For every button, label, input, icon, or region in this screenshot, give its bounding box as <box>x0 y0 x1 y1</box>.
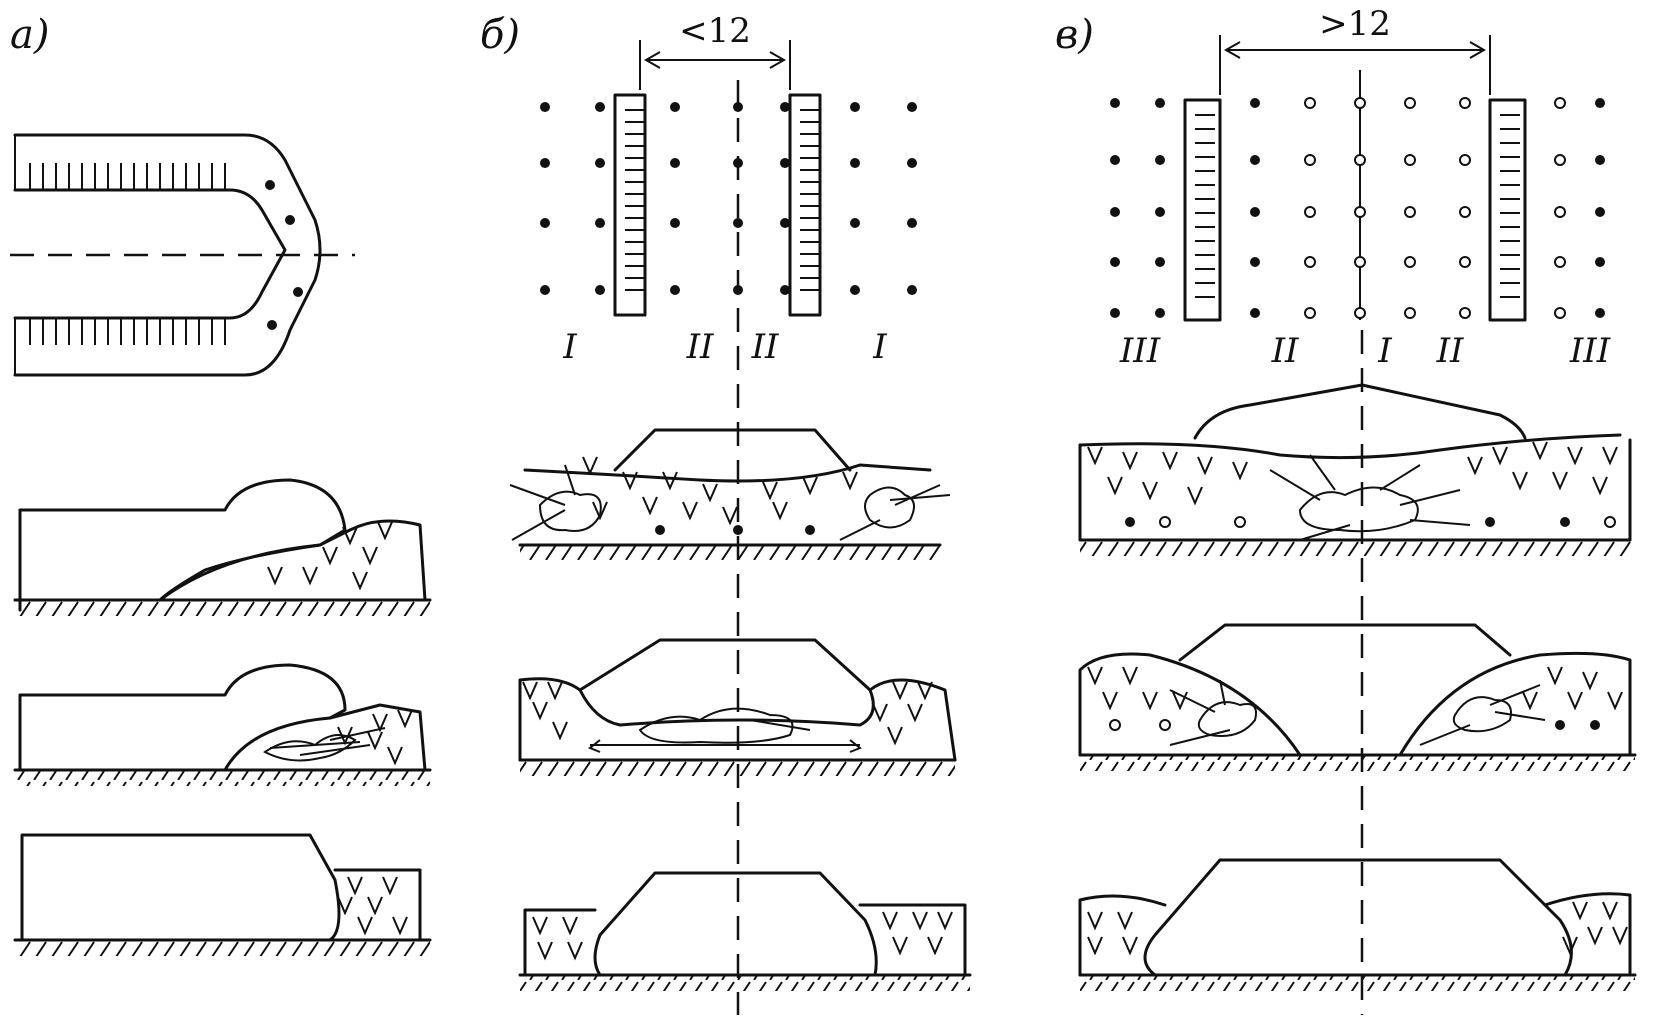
panel-v-plan-view: III II I II III <box>1110 70 1611 371</box>
panel-v: в) >12 III II I II III <box>1055 4 1637 1015</box>
panel-v-section-1 <box>1078 383 1635 556</box>
panel-a-section-2 <box>13 663 432 786</box>
panel-v-zone-2: II <box>1271 331 1299 371</box>
panel-b-zone-3: II <box>751 327 779 367</box>
panel-v-label: в) <box>1055 12 1094 58</box>
panel-b-zone-1: I <box>562 327 577 367</box>
panel-v-dimension: >12 <box>1219 4 1491 95</box>
panel-a-section-3 <box>13 833 432 956</box>
panel-a: а) <box>10 12 432 956</box>
panel-b-label: б) <box>480 12 520 58</box>
panel-a-label: а) <box>10 12 49 58</box>
panel-v-zone-1: III <box>1119 331 1161 371</box>
panel-b-zone-labels: I II II I <box>562 327 887 367</box>
panel-v-zone-3: I <box>1377 331 1392 371</box>
panel-b-plan-view: I II II I <box>540 93 917 367</box>
panel-b-section-3 <box>518 871 972 991</box>
panel-v-section-2 <box>1078 623 1637 771</box>
panel-b-dimension: <12 <box>639 11 791 90</box>
panel-a-plan-view <box>10 133 355 377</box>
panel-v-zone-4: II <box>1436 331 1464 371</box>
panel-v-spacing-label: >12 <box>1319 4 1391 44</box>
panel-a-section-1 <box>13 478 432 616</box>
panel-v-zone-5: III <box>1569 331 1611 371</box>
panel-b-zone-4: I <box>872 327 887 367</box>
panel-v-section-3 <box>1078 858 1637 991</box>
panel-b-section-2 <box>518 638 957 776</box>
panel-b-section-1 <box>509 428 951 561</box>
panel-b-zone-2: II <box>686 327 714 367</box>
panel-b: б) <12 I II II I <box>480 11 972 1015</box>
panel-v-zone-labels: III II I II III <box>1119 331 1611 371</box>
panel-b-spacing-label: <12 <box>679 11 751 51</box>
